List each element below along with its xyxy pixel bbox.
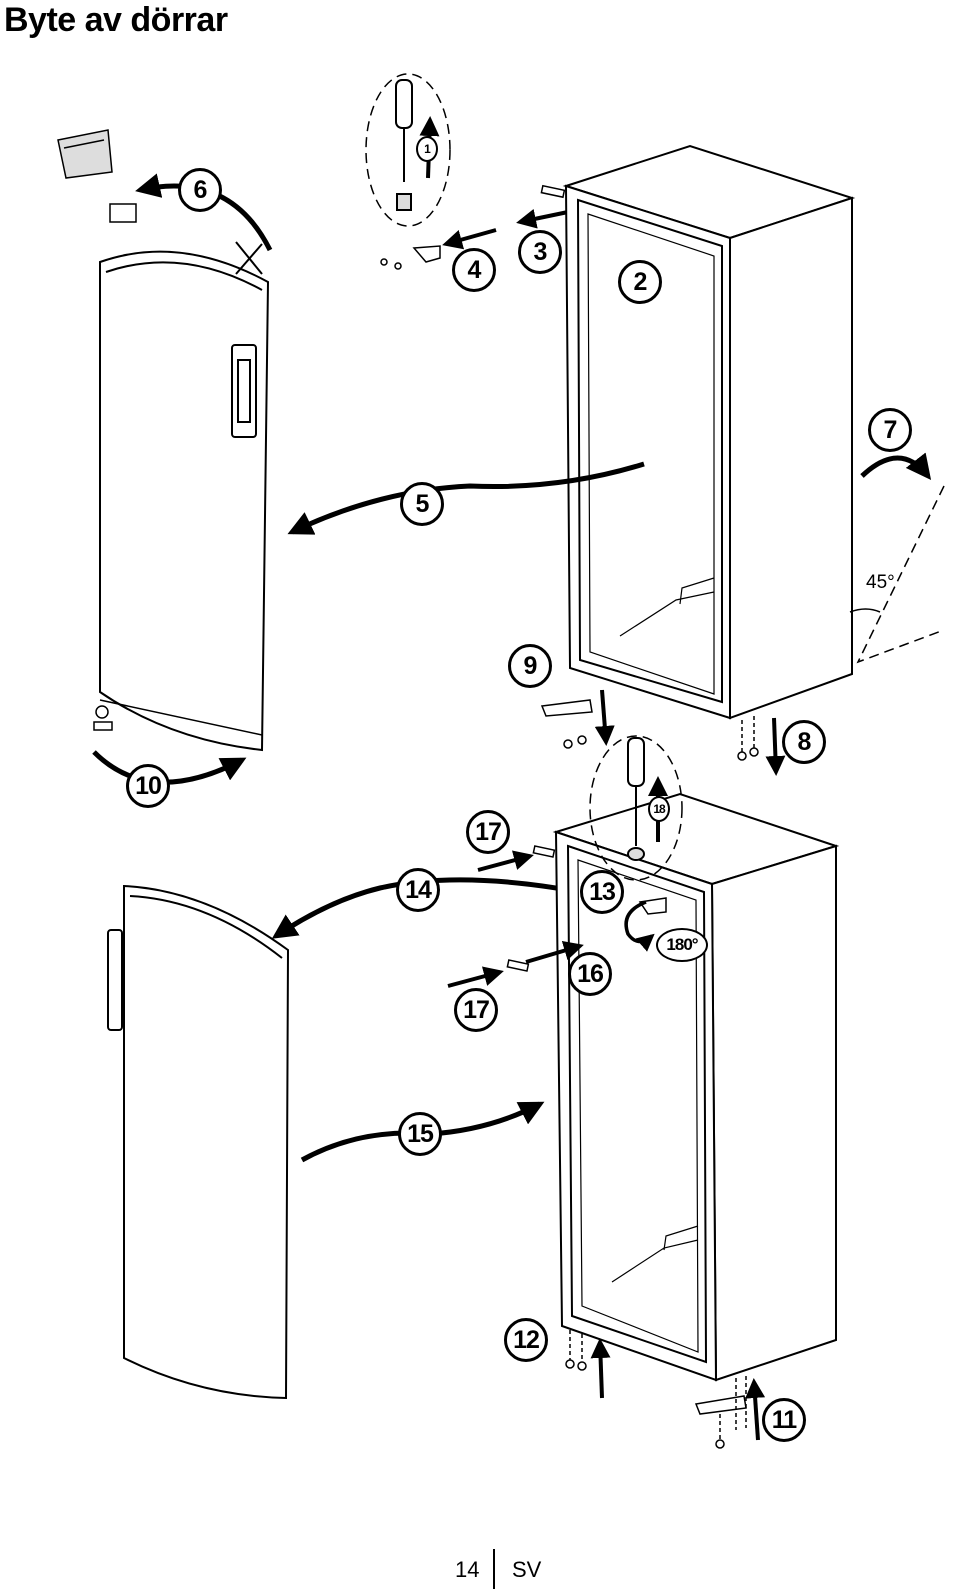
cabinet-top: [562, 144, 856, 720]
cover-bag-icon: [57, 129, 113, 179]
step-15-badge: 15: [398, 1112, 442, 1156]
step-17-badge: 17: [454, 988, 498, 1032]
page-title: Byte av dörrar: [4, 1, 228, 39]
step-3-badge: 3: [518, 230, 562, 274]
page-footer: 14 SV: [0, 1549, 960, 1589]
step-7-badge: 7: [868, 408, 912, 452]
step-13-badge: 13: [580, 870, 624, 914]
step-5-badge: 5: [400, 482, 444, 526]
step-14-badge: 14: [396, 868, 440, 912]
cabinet-bottom: [552, 792, 840, 1382]
footer-divider: [493, 1549, 495, 1589]
step-11-badge: 11: [762, 1398, 806, 1442]
step-16-badge: 16: [568, 952, 612, 996]
step-2-badge: 2: [618, 260, 662, 304]
door-top: [99, 250, 270, 752]
step-6-badge: 6: [178, 168, 222, 212]
screwdriver-icon: [627, 737, 645, 861]
rotation-label: 180°: [656, 928, 708, 962]
page-number: 14: [455, 1557, 480, 1582]
step-9-badge: 9: [508, 644, 552, 688]
step-18-badge: 18: [648, 796, 670, 822]
step-4-badge: 4: [452, 248, 496, 292]
step-1-badge: 1: [416, 136, 438, 162]
step-12-badge: 12: [504, 1318, 548, 1362]
bottom-hinge-part: [540, 699, 593, 749]
angle-label: 45°: [866, 572, 895, 593]
screwdriver-icon: [395, 79, 413, 211]
step-8-badge: 8: [782, 720, 826, 764]
hinge-cover-part: [109, 203, 137, 223]
language-code: SV: [512, 1557, 542, 1582]
step-10-badge: 10: [126, 764, 170, 808]
door-bottom: [107, 884, 290, 1400]
top-hinge-part: [380, 245, 441, 270]
step-17-badge: 17: [466, 810, 510, 854]
